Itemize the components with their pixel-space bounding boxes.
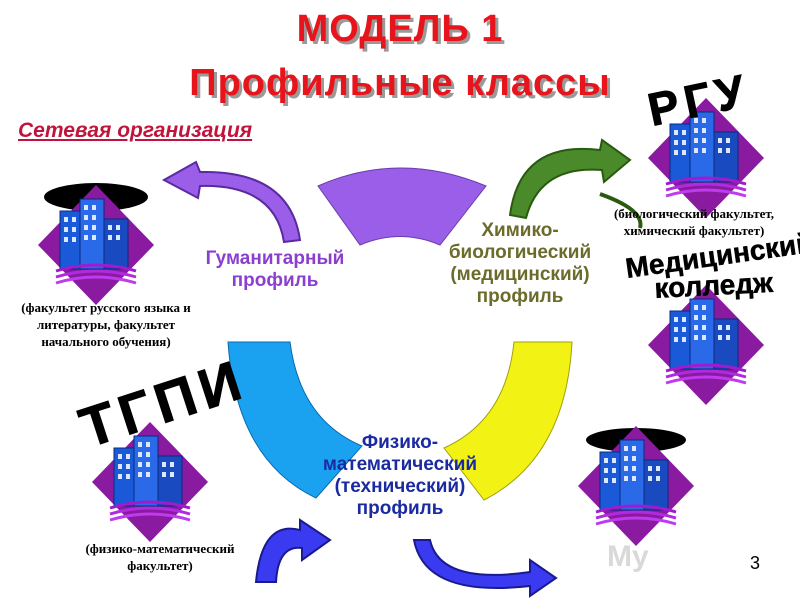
curved-arrow-icon (412, 539, 558, 598)
tgpi-caption: (физико-математический факультет) (85, 541, 235, 573)
profile-humanitarian: Гуманитарный профиль (205, 248, 345, 291)
left-institution-caption: (факультет русского языка и литературы, … (21, 300, 191, 349)
profile-chem-bio: Химико-биологический (медицинский) профи… (448, 220, 592, 307)
curved-arrow-icon (161, 160, 302, 244)
purple-segment (317, 167, 487, 246)
yellow-segment (443, 341, 573, 501)
page-number: 3 (749, 553, 760, 573)
page-title: МОДЕЛЬ 1 (296, 8, 504, 50)
profile-phys-math: Физико-математический (технический) проф… (322, 432, 478, 519)
page-subtitle-main: Профильные классы (189, 62, 611, 104)
network-organization-label: Сетевая организация (18, 119, 253, 142)
rgu-caption: (биологический факультет, химический фак… (613, 206, 775, 238)
curved-arrow-icon (508, 138, 632, 220)
blue-segment (227, 341, 363, 499)
rgu-label: РГУ (643, 63, 755, 135)
medical-college-label-2: колледж (654, 267, 775, 304)
institution-left-building-icon (38, 183, 154, 305)
watermark: My (607, 540, 649, 573)
curved-arrow-icon (254, 518, 332, 583)
institution-bottom-right-building-icon (578, 426, 694, 546)
